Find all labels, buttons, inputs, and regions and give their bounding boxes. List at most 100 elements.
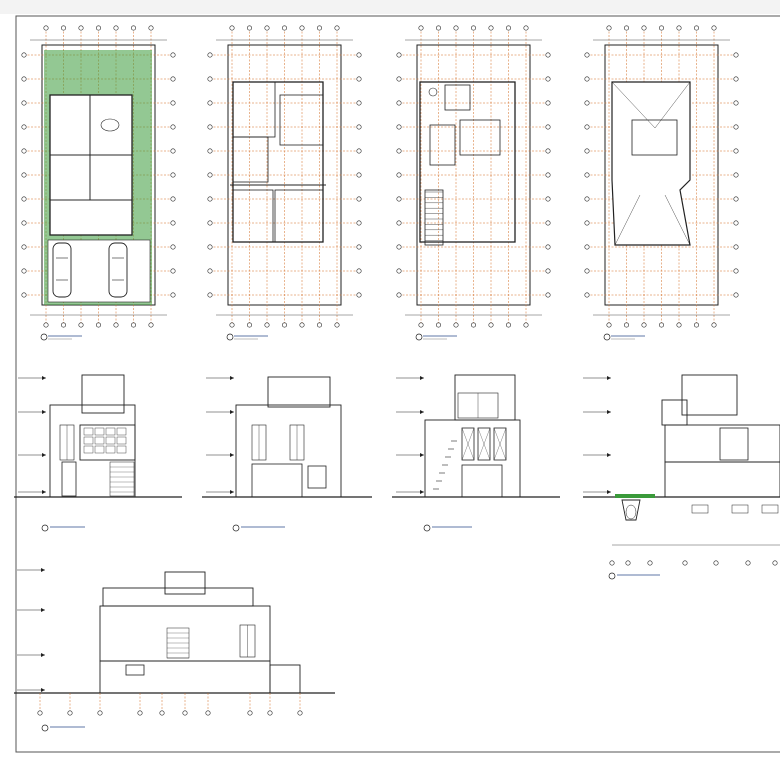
level-marker-icon bbox=[420, 453, 424, 457]
facade-block bbox=[661, 399, 688, 426]
grid-bubble-icon bbox=[396, 124, 402, 130]
level-marker-icon bbox=[42, 453, 46, 457]
roof-opening bbox=[631, 119, 678, 156]
grid-bubble-icon bbox=[693, 25, 699, 31]
grid-bubble-icon bbox=[545, 244, 551, 250]
grid-bubble-icon bbox=[584, 100, 590, 106]
grid-bubble-icon bbox=[170, 124, 176, 130]
grid-bubble-icon bbox=[693, 322, 699, 328]
window-frame bbox=[493, 427, 507, 461]
grid-bubble-icon bbox=[418, 25, 424, 31]
section-opening bbox=[719, 427, 749, 461]
grid-bubble-icon bbox=[733, 52, 739, 58]
window-pane bbox=[116, 427, 127, 436]
window-pane bbox=[105, 436, 116, 445]
grid-bubble-icon bbox=[43, 25, 49, 31]
plan-second-floor-plan bbox=[396, 25, 551, 341]
grid-bubble-icon bbox=[207, 196, 213, 202]
grid-bubble-icon bbox=[545, 196, 551, 202]
roof-hip-line bbox=[664, 194, 691, 246]
grid-bubble-icon bbox=[584, 172, 590, 178]
grid-bubble-icon bbox=[733, 124, 739, 130]
grid-bubble-icon bbox=[21, 244, 27, 250]
level-marker-icon bbox=[230, 410, 234, 414]
level-marker-icon bbox=[420, 410, 424, 414]
grid-bubble-icon bbox=[170, 268, 176, 274]
grid-bubble-icon bbox=[21, 100, 27, 106]
elevation-section-elevation bbox=[583, 374, 780, 580]
water-tank-icon bbox=[428, 87, 438, 97]
window-pane bbox=[105, 445, 116, 454]
grid-bubble-icon bbox=[356, 196, 362, 202]
level-marker-icon bbox=[420, 490, 424, 494]
grid-bubble-icon bbox=[356, 172, 362, 178]
grid-bubble-icon bbox=[545, 172, 551, 178]
grid-bubble-icon bbox=[21, 268, 27, 274]
vent-opening bbox=[125, 664, 145, 676]
grid-bubble-icon bbox=[713, 560, 719, 566]
facade-block bbox=[99, 605, 271, 662]
grid-bubble-icon bbox=[21, 52, 27, 58]
footing-detail bbox=[691, 504, 709, 514]
window-frame bbox=[477, 427, 491, 461]
grid-bubble-icon bbox=[96, 25, 102, 31]
grid-bubble-icon bbox=[60, 322, 66, 328]
window-pane bbox=[83, 436, 94, 445]
grid-bubble-icon bbox=[711, 25, 717, 31]
window-pane bbox=[94, 436, 105, 445]
grid-bubble-icon bbox=[264, 322, 270, 328]
window-pane bbox=[116, 445, 127, 454]
plan-title-marker bbox=[603, 333, 611, 341]
grid-bubble-icon bbox=[733, 292, 739, 298]
bedroom-2 bbox=[279, 94, 324, 146]
elevation-title-marker bbox=[608, 572, 616, 580]
grid-bubble-icon bbox=[523, 25, 529, 31]
grid-bubble-icon bbox=[396, 220, 402, 226]
grid-bubble-icon bbox=[545, 76, 551, 82]
window-diagonal bbox=[493, 427, 507, 461]
grid-bubble-icon bbox=[264, 25, 270, 31]
facade-block bbox=[102, 587, 254, 607]
grid-bubble-icon bbox=[21, 196, 27, 202]
grid-bubble-icon bbox=[733, 148, 739, 154]
grid-bubble-icon bbox=[625, 560, 631, 566]
grid-bubble-icon bbox=[207, 172, 213, 178]
grid-bubble-icon bbox=[267, 710, 273, 716]
grid-bubble-icon bbox=[733, 172, 739, 178]
plan-roof-plan bbox=[584, 25, 739, 341]
grid-bubble-icon bbox=[733, 244, 739, 250]
grid-bubble-icon bbox=[21, 220, 27, 226]
grid-bubble-icon bbox=[356, 124, 362, 130]
service-room bbox=[49, 199, 133, 236]
grid-bubble-icon bbox=[584, 220, 590, 226]
roof-hip-line bbox=[614, 194, 641, 246]
grid-bubble-icon bbox=[37, 710, 43, 716]
grid-bubble-icon bbox=[584, 76, 590, 82]
window-pane bbox=[94, 445, 105, 454]
grid-bubble-icon bbox=[137, 710, 143, 716]
grid-bubble-icon bbox=[418, 322, 424, 328]
elevation-title-marker bbox=[423, 524, 431, 532]
grid-bubble-icon bbox=[21, 148, 27, 154]
study-room bbox=[459, 119, 501, 156]
window-diagonal bbox=[477, 427, 491, 461]
level-marker-icon bbox=[230, 490, 234, 494]
elevation-side-elevation bbox=[392, 374, 560, 532]
elevation-title-marker bbox=[41, 524, 49, 532]
grid-bubble-icon bbox=[658, 322, 664, 328]
grid-bubble-icon bbox=[170, 52, 176, 58]
grid-bubble-icon bbox=[60, 25, 66, 31]
grid-bubble-icon bbox=[297, 710, 303, 716]
grid-bubble-icon bbox=[170, 244, 176, 250]
level-marker-icon bbox=[230, 376, 234, 380]
grid-bubble-icon bbox=[584, 52, 590, 58]
ground-glazing bbox=[461, 464, 503, 498]
grid-bubble-icon bbox=[396, 76, 402, 82]
grid-bubble-icon bbox=[545, 292, 551, 298]
grid-bubble-icon bbox=[207, 148, 213, 154]
grid-bubble-icon bbox=[772, 560, 778, 566]
grid-bubble-icon bbox=[131, 25, 137, 31]
grid-bubble-icon bbox=[641, 322, 647, 328]
foundation-footing bbox=[621, 499, 641, 521]
window-frame bbox=[461, 427, 475, 461]
